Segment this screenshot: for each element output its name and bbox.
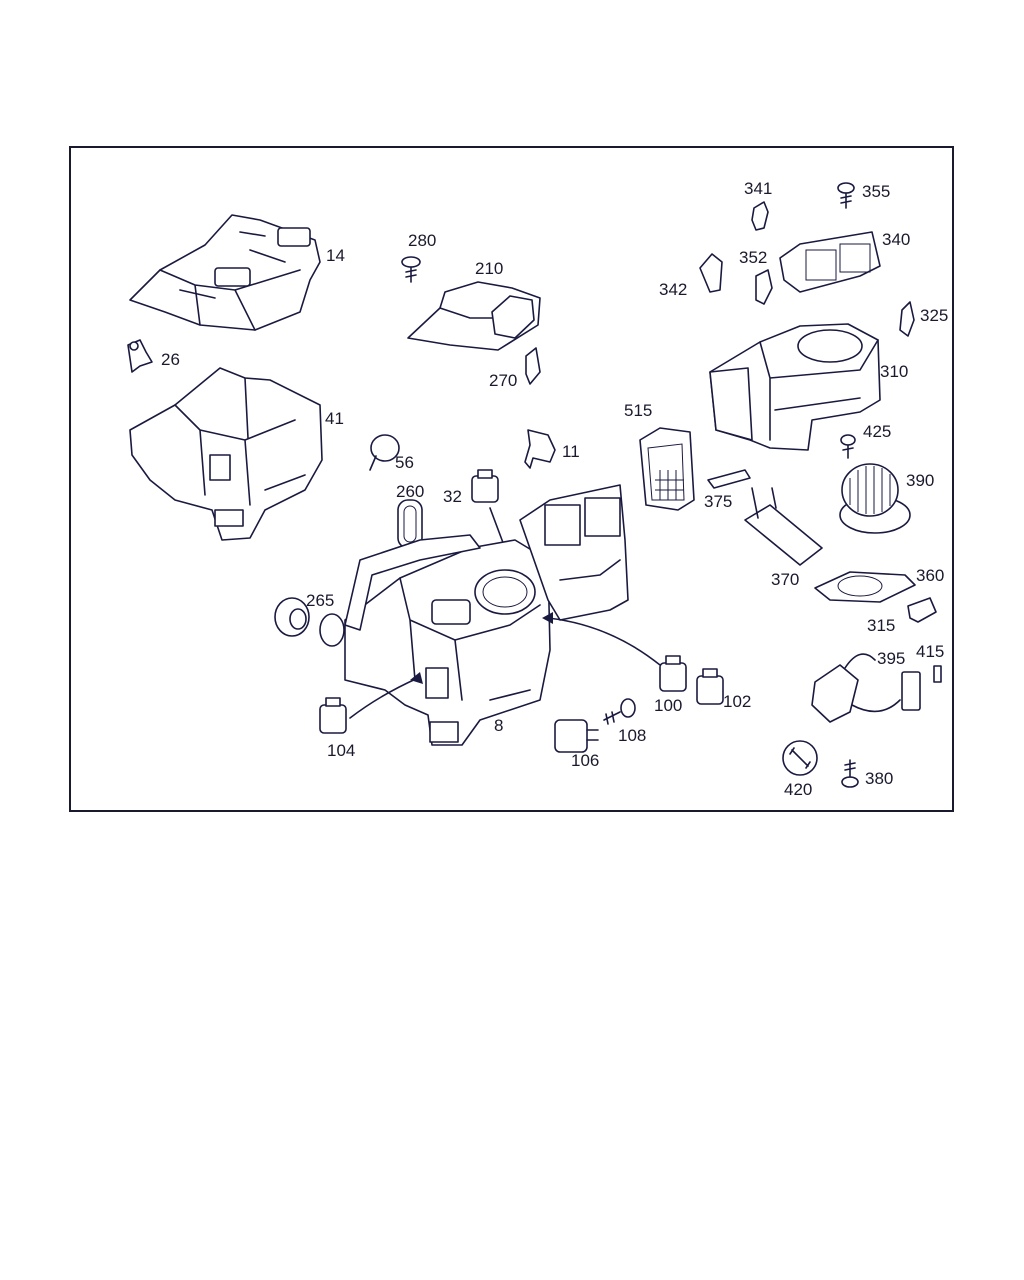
part-8-heater-unit [319,484,629,746]
part-104-actuator [319,697,347,734]
part-41-lower-housing [129,367,323,541]
part-26-clip [127,339,153,373]
label-340: 340 [882,230,911,249]
part-395-resistor [811,653,921,723]
part-360-fan-cover [814,571,916,603]
label-342: 342 [659,280,688,299]
part-355-screw [837,182,855,209]
label-14: 14 [326,246,345,265]
label-341: 341 [744,179,773,198]
part-315-connector [907,597,937,623]
label-102: 102 [723,692,752,711]
part-375-bracket [707,469,751,489]
label-415: 415 [916,642,945,661]
label-11: 11 [562,442,580,461]
label-41: 41 [325,409,344,428]
part-342-bracket [699,253,723,293]
label-280: 280 [408,231,437,250]
label-380: 380 [865,769,894,788]
label-210: 210 [475,259,504,278]
label-310: 310 [880,362,909,381]
part-265-roller [274,597,310,637]
label-355: 355 [862,182,891,201]
label-56: 56 [395,453,414,472]
label-108: 108 [618,726,647,745]
part-310-blower-housing [709,323,881,451]
part-102-actuator [696,668,724,705]
label-352: 352 [739,248,768,267]
part-341-clip [751,201,769,231]
part-210-duct [407,281,541,351]
label-325: 325 [920,306,949,325]
part-108-screw [603,698,636,725]
part-515-filter [639,427,695,511]
label-104: 104 [327,741,356,760]
assembly-arrows [349,612,661,719]
label-32: 32 [443,487,462,506]
label-420: 420 [784,780,813,799]
part-420-tool-symbol [782,740,818,776]
part-325-clip [899,301,915,337]
label-370: 370 [771,570,800,589]
part-425-screw [840,434,856,459]
part-340-filter-frame [779,231,881,293]
label-375: 375 [704,492,733,511]
label-390: 390 [906,471,935,490]
label-270: 270 [489,371,518,390]
label-315: 315 [867,616,896,635]
label-100: 100 [654,696,683,715]
label-26: 26 [161,350,180,369]
part-352-clip [755,269,773,305]
part-32-actuator [471,469,506,549]
part-100-actuator [659,655,687,692]
label-265: 265 [306,591,335,610]
part-370-frame [744,487,823,566]
label-360: 360 [916,566,945,585]
part-390-blower-motor [839,463,911,534]
label-8: 8 [494,716,504,735]
part-270-clip [525,347,541,385]
part-415-screw [933,665,942,683]
part-106-motor [554,719,599,753]
label-106: 106 [571,751,600,770]
part-11-bracket [524,429,556,469]
part-280-screw [401,256,421,283]
part-56-sensor [369,434,400,471]
label-425: 425 [863,422,892,441]
part-380-screw [841,759,859,788]
label-515: 515 [624,401,653,420]
label-260: 260 [396,482,425,501]
part-14-upper-housing [129,214,321,331]
label-395: 395 [877,649,906,668]
